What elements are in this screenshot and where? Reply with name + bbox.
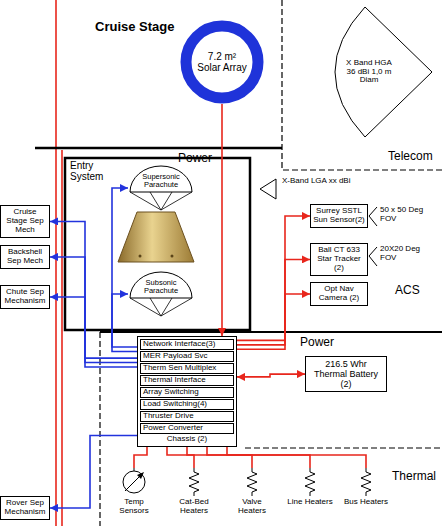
mechanism-box: Rover Sep Mechanism bbox=[0, 496, 50, 520]
chassis-row: Thruster Drive bbox=[140, 411, 234, 422]
node-text: Opt Nav Camera (2) bbox=[313, 285, 365, 303]
node-text: Cat-Bed Heaters bbox=[170, 498, 218, 516]
wire-connector bbox=[237, 374, 305, 377]
wire-connector bbox=[50, 436, 137, 508]
wire-connector bbox=[237, 259, 310, 344]
node-text: Cruise Stage Sep Mech bbox=[3, 208, 47, 235]
antenna-dish: X Band HGA 36 dBi 1,0 m Diam bbox=[320, 2, 440, 142]
node-text: Supersonic Parachute bbox=[128, 173, 194, 190]
node-text: X-Band LGA xx dBi bbox=[282, 177, 370, 186]
chassis-rows: Network Interface(3) MER Payload SvcTherm… bbox=[140, 339, 234, 434]
chassis-row: Therm Sen Multiplex bbox=[140, 363, 234, 374]
node-text: Network Interface(3) bbox=[143, 340, 231, 349]
node-text: Chute Sep Mechanism bbox=[3, 288, 47, 306]
mechanism-box: Backshell Sep Mech bbox=[0, 245, 50, 269]
region-label: Entry System bbox=[70, 160, 110, 182]
sensor-box: Opt Nav Camera (2) bbox=[310, 282, 368, 306]
wire-connector bbox=[227, 447, 366, 468]
chassis-row: Load Switching(4) bbox=[140, 399, 234, 410]
heater-symbol: Bus Heaters bbox=[342, 468, 390, 507]
chassis-row: Thermal Interface bbox=[140, 375, 234, 386]
wire-connector bbox=[237, 216, 310, 340]
parachute: Supersonic Parachute bbox=[128, 164, 194, 212]
heater-symbol: Cat-Bed Heaters bbox=[170, 468, 218, 516]
region-border bbox=[35, 147, 282, 150]
temp-sensor: Temp Sensors bbox=[112, 468, 156, 516]
wire-connector bbox=[207, 447, 310, 468]
solar-array-circle: 7.2 m² Solar Array bbox=[180, 20, 264, 104]
node-text: 216.5 Whr Thermal Battery (2) bbox=[308, 359, 384, 389]
region-label: 50 x 50 Deg FOV bbox=[380, 206, 434, 224]
node-text: Line Heaters bbox=[286, 498, 334, 507]
wire-connector bbox=[187, 447, 252, 468]
power-wire bbox=[61, 150, 63, 526]
region-label: Thermal bbox=[392, 470, 436, 483]
node-text: Array Switching bbox=[143, 388, 231, 397]
heater-symbol: Line Heaters bbox=[286, 468, 334, 507]
node-text: Subsonic Parachute bbox=[128, 279, 194, 296]
region-label: ACS bbox=[395, 284, 420, 297]
sensor-box: Surrey SSTL Sun Sensor(2) bbox=[310, 204, 368, 228]
chassis-row: Array Switching bbox=[140, 387, 234, 398]
node-text: Valve Heaters bbox=[228, 498, 276, 516]
wire-connector bbox=[50, 297, 137, 367]
wire-connector bbox=[50, 221, 137, 358]
node-text: 7.2 m² Solar Array bbox=[197, 51, 247, 73]
chassis-box: Network Interface(3) MER Payload SvcTherm… bbox=[137, 336, 237, 447]
node-text: Rover Sep Mechanism bbox=[3, 499, 47, 517]
region-label: Telecom bbox=[388, 150, 433, 163]
region-border bbox=[245, 447, 442, 448]
region-label: Power bbox=[178, 152, 212, 165]
chassis-row: MER Payload Svc bbox=[140, 351, 234, 362]
node-text: Thruster Drive bbox=[143, 412, 231, 421]
wire-connector bbox=[167, 447, 194, 468]
heater-symbol: Valve Heaters bbox=[228, 468, 276, 516]
node-text: Backshell Sep Mech bbox=[3, 248, 47, 266]
node-text: Load Switching(4) bbox=[143, 400, 231, 409]
antenna-horn: X-Band LGA xx dBi bbox=[258, 176, 370, 202]
mechanism-box: Chute Sep Mechanism bbox=[0, 285, 50, 309]
wire-connector bbox=[221, 104, 223, 336]
wire-connector bbox=[112, 294, 137, 351]
aeroshell-detail bbox=[171, 255, 174, 258]
node-text: Temp Sensors bbox=[112, 498, 156, 516]
wire-connector bbox=[50, 257, 137, 363]
node-text: Thermal Interface bbox=[143, 376, 231, 385]
chassis-row: Power Converter bbox=[140, 423, 234, 434]
region-border bbox=[282, 0, 442, 170]
wire-connector bbox=[134, 447, 147, 468]
parachute: Subsonic Parachute bbox=[128, 270, 194, 318]
node-text: Surrey SSTL Sun Sensor(2) bbox=[313, 207, 365, 225]
fov-cone bbox=[369, 247, 377, 266]
aeroshell-detail bbox=[139, 255, 142, 258]
battery-box: 216.5 Whr Thermal Battery (2) bbox=[305, 356, 387, 392]
aeroshell bbox=[118, 212, 194, 262]
wire-connector bbox=[237, 294, 310, 349]
power-wire bbox=[55, 0, 57, 526]
fov-cone bbox=[369, 207, 377, 226]
region-label: Power bbox=[300, 336, 334, 349]
chassis-row: Network Interface(3) bbox=[140, 339, 234, 350]
region-border bbox=[99, 332, 100, 526]
mechanism-box: Cruise Stage Sep Mech bbox=[0, 205, 50, 238]
region-label: 20X20 Deg FOV bbox=[380, 245, 434, 263]
region-border bbox=[100, 331, 442, 333]
sensor-box: Ball CT 633 Star Tracker (2) bbox=[310, 243, 368, 276]
wire-connector bbox=[112, 188, 137, 347]
node-text: Bus Heaters bbox=[342, 498, 390, 507]
node-text: X Band HGA 36 dBi 1,0 m Diam bbox=[342, 59, 396, 86]
node-text: Power Converter bbox=[143, 424, 231, 433]
node-text: Chassis (2) bbox=[140, 435, 234, 444]
node-text: Therm Sen Multiplex bbox=[143, 364, 231, 373]
node-text: MER Payload Svc bbox=[143, 352, 231, 361]
region-label: Cruise Stage bbox=[95, 20, 174, 35]
node-text: Ball CT 633 Star Tracker (2) bbox=[313, 246, 365, 273]
